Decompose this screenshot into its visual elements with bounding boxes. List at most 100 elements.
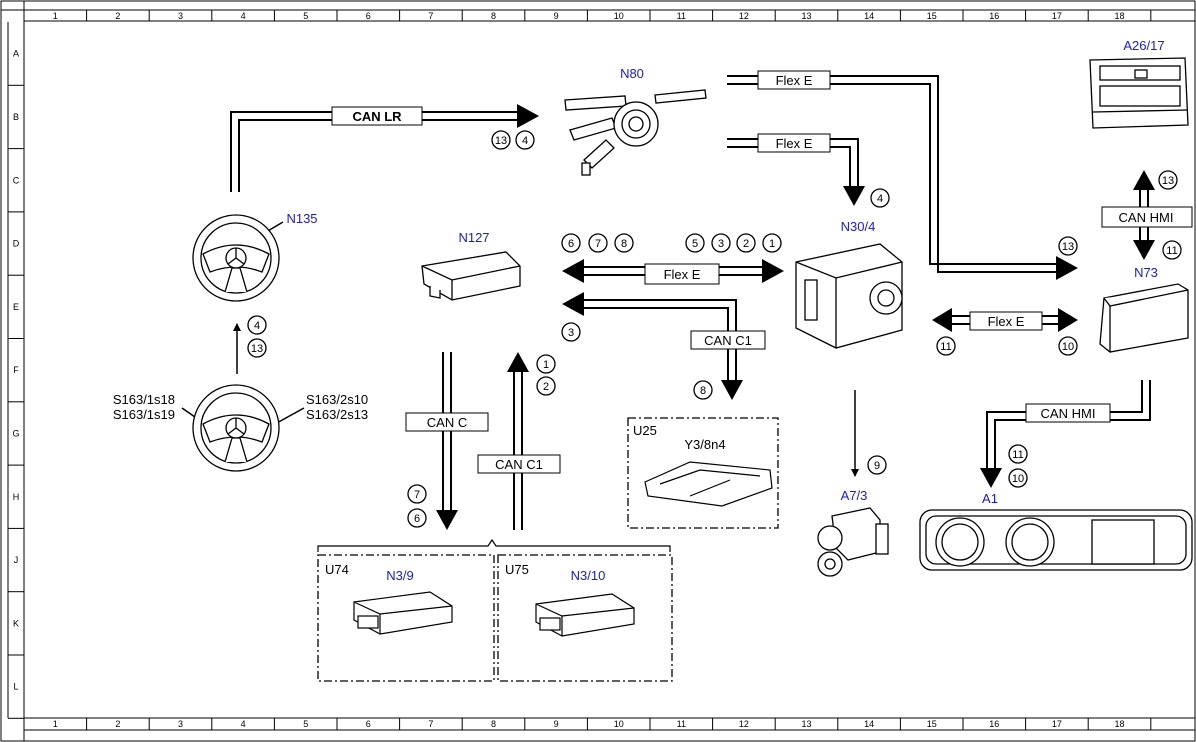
- step-marker: 13: [1058, 236, 1078, 256]
- grid-column-label: 2: [115, 11, 120, 21]
- n80-label: N80: [620, 66, 644, 81]
- grid-column-label: 9: [554, 719, 559, 729]
- step-number: 10: [1012, 473, 1024, 485]
- can-c1-right-line: [582, 299, 737, 382]
- a26-17-device-illustration: [1089, 57, 1189, 129]
- step-number: 2: [743, 238, 749, 250]
- a1-arrowhead: [980, 468, 1002, 488]
- grid-row-label: H: [13, 492, 20, 502]
- grid-column-label: 14: [864, 719, 874, 729]
- step-number: 7: [414, 489, 420, 501]
- grid-column-label: 18: [1114, 719, 1124, 729]
- step-circle: [762, 233, 782, 253]
- step-circle: [407, 508, 427, 528]
- grid-column-label: 1: [53, 719, 58, 729]
- step-number: 4: [877, 193, 883, 205]
- n30-arrowhead: [843, 186, 865, 206]
- step-number: 13: [251, 343, 263, 355]
- bus-can-c1-right: CAN C1: [690, 330, 766, 350]
- step-marker: 1: [536, 354, 556, 374]
- a7-3-label: A7/3: [841, 488, 868, 503]
- a7-3-unit-illustration: [817, 507, 889, 577]
- step-marker: 7: [588, 233, 608, 253]
- s163-steering-wheel-illustration: [192, 384, 280, 472]
- step-circle: [867, 455, 887, 475]
- flex-e-mid-line-inner: [727, 146, 851, 186]
- u74-group-box: [317, 554, 495, 682]
- flex-e-center-right-arrowhead: [762, 259, 784, 283]
- grid-column-label: 18: [1114, 11, 1124, 21]
- bus-flex-e-right: Flex E: [969, 311, 1043, 331]
- grid-column-label: 4: [241, 719, 246, 729]
- grid-column-label: 10: [614, 11, 624, 21]
- can-hmi-top-label: CAN HMI: [1119, 210, 1174, 225]
- grid-column-label: 5: [303, 719, 308, 729]
- step-circle: [1158, 170, 1178, 190]
- bus-can-c: CAN C: [405, 412, 489, 432]
- step-number: 10: [1062, 341, 1074, 353]
- step-number: 4: [254, 320, 260, 332]
- s163-2-leader-line: [274, 407, 305, 425]
- grid-column-label: 7: [428, 11, 433, 21]
- step-circle: [1058, 236, 1078, 256]
- grid-column-label: 6: [366, 11, 371, 21]
- u74-u75-bracket: [317, 538, 671, 552]
- step-number: 7: [595, 238, 601, 250]
- step-number: 8: [700, 385, 706, 397]
- step-circle: [870, 188, 890, 208]
- step-number: 3: [718, 238, 724, 250]
- u74-label: U74: [325, 562, 349, 577]
- s163-1s19-label: S163/1s19: [113, 407, 175, 422]
- step-marker: 13: [247, 338, 267, 358]
- grid-column-label: 15: [927, 11, 937, 21]
- grid-row-label: B: [13, 112, 19, 122]
- n73-arrowhead: [1056, 256, 1078, 280]
- step-marker: 11: [1008, 444, 1028, 464]
- step-circle: [936, 336, 956, 356]
- step-number: 11: [1166, 245, 1177, 257]
- grid-row-label: G: [12, 428, 19, 438]
- step-marker: 4: [247, 315, 267, 335]
- step-circle: [491, 130, 511, 150]
- y3-8n4-label: Y3/8n4: [684, 437, 725, 452]
- step-circle: [247, 315, 267, 335]
- step-marker: 3: [561, 322, 581, 342]
- bus-can-hmi-bottom: CAN HMI: [1025, 403, 1111, 423]
- step-number: 9: [874, 460, 880, 472]
- n3-9-label: N3/9: [386, 568, 413, 583]
- step-marker: 10: [1058, 336, 1078, 356]
- grid-column-label: 17: [1052, 719, 1062, 729]
- step-marker: 7: [407, 484, 427, 504]
- grid-column-label: 3: [178, 719, 183, 729]
- flex-e-top-label: Flex E: [776, 73, 813, 88]
- can-hmi-down-arrowhead: [1133, 240, 1155, 260]
- a26-17-label: A26/17: [1123, 38, 1164, 53]
- grid-column-label: 4: [241, 11, 246, 21]
- can-c-arrowhead: [436, 510, 458, 530]
- step-number: 13: [1162, 175, 1174, 187]
- step-marker: 1: [762, 233, 782, 253]
- step-number: 6: [568, 238, 574, 250]
- grid-column-label: 5: [303, 11, 308, 21]
- step-circle: [588, 233, 608, 253]
- s163-2s10-label: S163/2s10: [306, 392, 368, 407]
- grid-row-label: E: [13, 302, 19, 312]
- grid-row-label: K: [13, 618, 19, 628]
- can-hmi-up-arrowhead: [1133, 170, 1155, 190]
- step-number: 1: [543, 359, 549, 371]
- can-c1-right-line-inner: [582, 307, 729, 382]
- u75-group-box: [497, 554, 673, 682]
- step-circle: [614, 233, 634, 253]
- step-marker: 13: [1158, 170, 1178, 190]
- step-marker: 13: [491, 130, 511, 150]
- step-circle: [407, 484, 427, 504]
- a1-instrument-cluster-illustration: [919, 509, 1193, 571]
- step-marker: 2: [536, 376, 556, 396]
- step-circle: [1162, 240, 1182, 260]
- a1-label: A1: [982, 491, 998, 506]
- grid-column-label: 12: [739, 719, 749, 729]
- bus-can-hmi-top: CAN HMI: [1101, 206, 1193, 228]
